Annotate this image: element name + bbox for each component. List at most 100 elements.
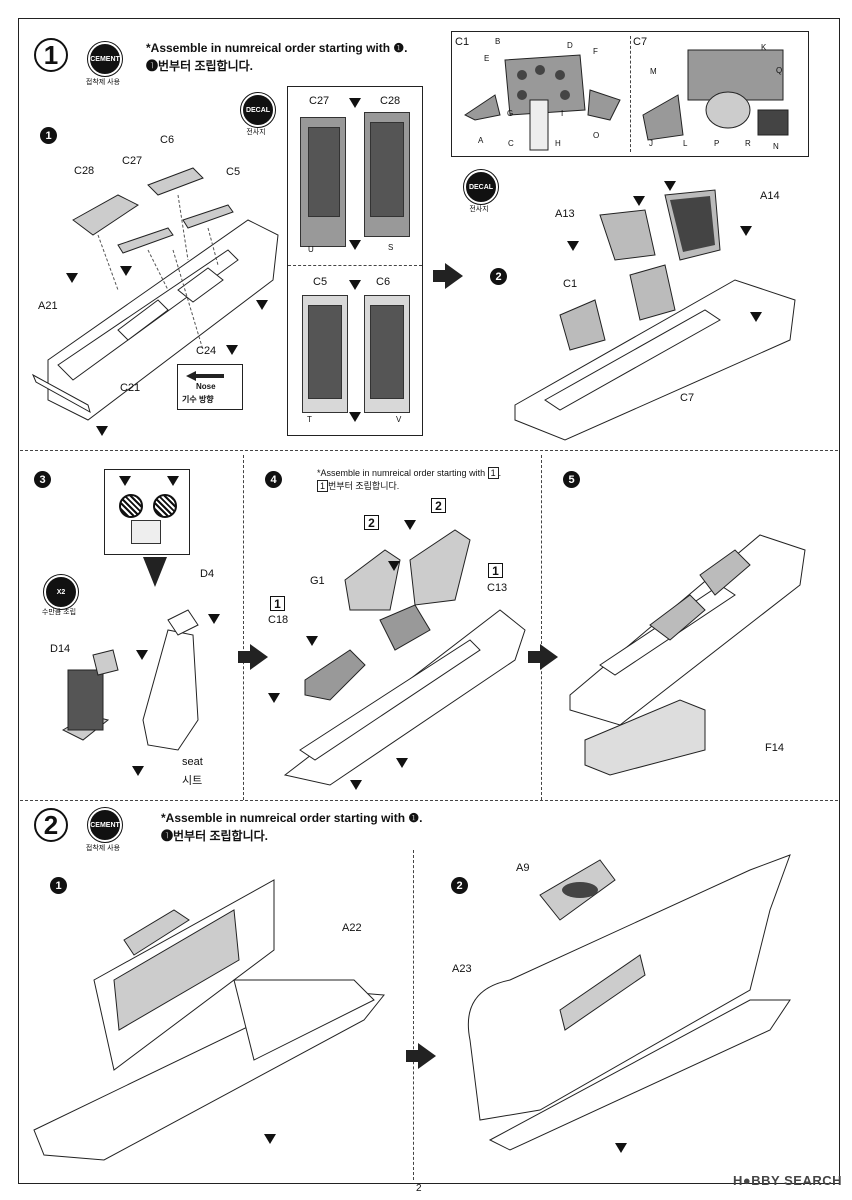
decal-v (370, 305, 404, 399)
color-callout-icon (264, 1134, 276, 1144)
label-a13: A13 (555, 208, 575, 220)
label-seat: seat (182, 756, 203, 768)
order-box-1: 1 (270, 596, 285, 611)
step-1-instruction-ko: ❶번부터 조립합니다. (146, 59, 253, 73)
sub-step-4: 4 (265, 471, 282, 488)
label-r: R (745, 139, 751, 148)
decal-label-v: V (396, 415, 402, 424)
decal-t (308, 305, 342, 399)
panel-c7-drawing (642, 49, 789, 141)
step-1-number: 1 (34, 38, 68, 72)
label-c7-panel: C7 (633, 36, 648, 48)
color-callout-icon (120, 266, 132, 276)
cockpit-floor-drawing (569, 534, 806, 776)
sub-step-2: 2 (490, 268, 507, 285)
color-callout-icon (750, 312, 762, 322)
fuselage-assembled-drawing (467, 854, 791, 1151)
section-divider-v (413, 850, 414, 1180)
x2-caption: 수만큼 조립 (41, 609, 77, 616)
color-callout-icon (349, 412, 361, 422)
label-n: N (773, 142, 779, 151)
flow-arrow (406, 1043, 436, 1069)
arrow-shaft (196, 374, 224, 378)
decal-label-t: T (307, 415, 312, 424)
decal-label-s: S (388, 243, 394, 252)
color-callout-icon (256, 300, 268, 310)
flow-arrow (238, 644, 268, 670)
color-callout-icon (226, 345, 238, 355)
decal-badge: DECAL (240, 92, 276, 128)
instruction-text: *Assemble in numreical order starting wi… (317, 468, 488, 478)
step-1-instruction-en: *Assemble in numreical order starting wi… (146, 41, 408, 55)
color-callout-icon (96, 426, 108, 436)
decal-badge-2: DECAL (463, 169, 499, 205)
section-divider (20, 800, 838, 801)
nose-label-en: Nose (196, 382, 216, 391)
color-callout-icon (349, 280, 361, 290)
label-h: H (555, 139, 561, 148)
instruction-text-ko: 번부터 조립합니다. (328, 481, 400, 491)
instruction-box-number: 1 (317, 480, 329, 492)
cement-badge: CEMENT (87, 41, 123, 77)
color-callout-icon (167, 476, 179, 486)
label-m: M (650, 67, 657, 76)
decal-u (308, 127, 340, 217)
label-a: A (478, 136, 484, 145)
label-c27: C27 (122, 155, 143, 167)
label-c: C (508, 139, 514, 148)
nose-label-ko: 기수 방향 (182, 395, 214, 404)
hobby-search-watermark: H●BBY SEARCH (733, 1173, 842, 1188)
label-c7: C7 (680, 392, 695, 404)
color-callout-icon (404, 520, 416, 530)
decal-box-divider (288, 265, 422, 266)
decal-label-c6: C6 (376, 276, 391, 288)
label-a21: A21 (38, 300, 58, 312)
color-callout-icon (132, 766, 144, 776)
label-q: Q (776, 66, 783, 75)
label-g: G (507, 109, 514, 118)
sub-step-3: 3 (34, 471, 51, 488)
sub-step-5: 5 (563, 471, 580, 488)
label-k: K (761, 43, 767, 52)
panel-detail-box (451, 31, 809, 157)
order-box-1: 1 (488, 563, 503, 578)
instruction-suffix: . (498, 468, 502, 478)
color-callout-icon (388, 561, 400, 571)
label-i: I (561, 109, 564, 118)
sub-step-1: 1 (40, 127, 57, 144)
label-c13: C13 (487, 582, 508, 594)
flow-arrow (528, 644, 558, 670)
label-c5: C5 (226, 166, 241, 178)
label-f: F (593, 47, 598, 56)
callout-pointer (143, 557, 167, 587)
color-callout-icon (633, 196, 645, 206)
step-2-instruction-ko: ❶번부터 조립합니다. (161, 829, 268, 843)
color-callout-icon (66, 273, 78, 283)
color-callout-icon (350, 780, 362, 790)
decal-label-c5: C5 (313, 276, 328, 288)
color-callout-icon (615, 1143, 627, 1153)
ejection-seat-drawing (61, 609, 199, 751)
decal-label-c27: C27 (309, 95, 330, 107)
step-4-instruction-en: *Assemble in numreical order starting wi… (317, 467, 501, 479)
decal-caption: 전사지 (246, 129, 266, 136)
section-divider (20, 450, 838, 451)
label-a22: A22 (342, 922, 362, 934)
cement-caption: 접착제 사용 (85, 79, 121, 86)
harness-detail-icon (119, 494, 143, 518)
decal-label-c28: C28 (380, 95, 401, 107)
instruction-box-number: 1 (487, 467, 499, 479)
label-d14: D14 (50, 643, 71, 655)
label-c21: C21 (120, 382, 141, 394)
flow-arrow (433, 263, 463, 289)
label-l: L (683, 139, 688, 148)
label-c28: C28 (74, 165, 95, 177)
step-2-instruction-en: *Assemble in numreical order starting wi… (161, 811, 423, 825)
sub-step-2-2: 2 (451, 877, 468, 894)
page-border (18, 18, 840, 1184)
label-a23: A23 (452, 963, 472, 975)
label-c1: C1 (563, 278, 578, 290)
decal-caption-2: 전사지 (469, 206, 489, 213)
color-callout-icon (396, 758, 408, 768)
